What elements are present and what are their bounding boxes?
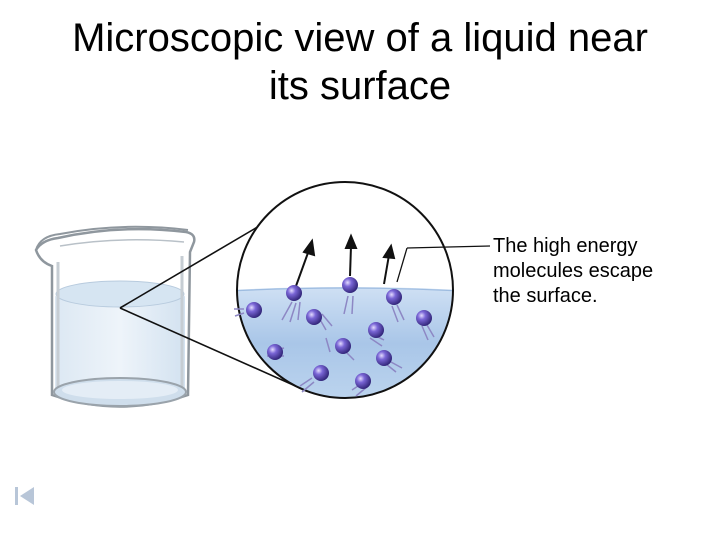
escape-arrow-2	[350, 246, 351, 276]
molecule	[368, 322, 384, 338]
molecule	[306, 309, 322, 325]
beaker	[36, 227, 194, 407]
callout-line-3: the surface.	[493, 284, 708, 309]
molecule	[335, 338, 351, 354]
molecule-escaping-2	[342, 277, 358, 293]
beaker-bottom-inner	[62, 381, 178, 399]
callout-line-1: The high energy	[493, 234, 708, 259]
molecule	[313, 365, 329, 381]
molecule	[246, 302, 262, 318]
beaker-rim-inner	[60, 240, 184, 246]
molecule	[355, 373, 371, 389]
callout-text: The high energy molecules escape the sur…	[493, 234, 708, 309]
molecule-escaping-3	[386, 289, 402, 305]
molecule	[376, 350, 392, 366]
molecule	[416, 310, 432, 326]
molecule	[267, 344, 283, 360]
molecule-escaping-1	[286, 285, 302, 301]
first-slide-button[interactable]	[12, 484, 38, 508]
magnified-view	[230, 182, 460, 400]
first-slide-icon	[12, 484, 38, 508]
callout-line-2: molecules escape	[493, 259, 708, 284]
beaker-liquid-surface	[56, 281, 184, 307]
